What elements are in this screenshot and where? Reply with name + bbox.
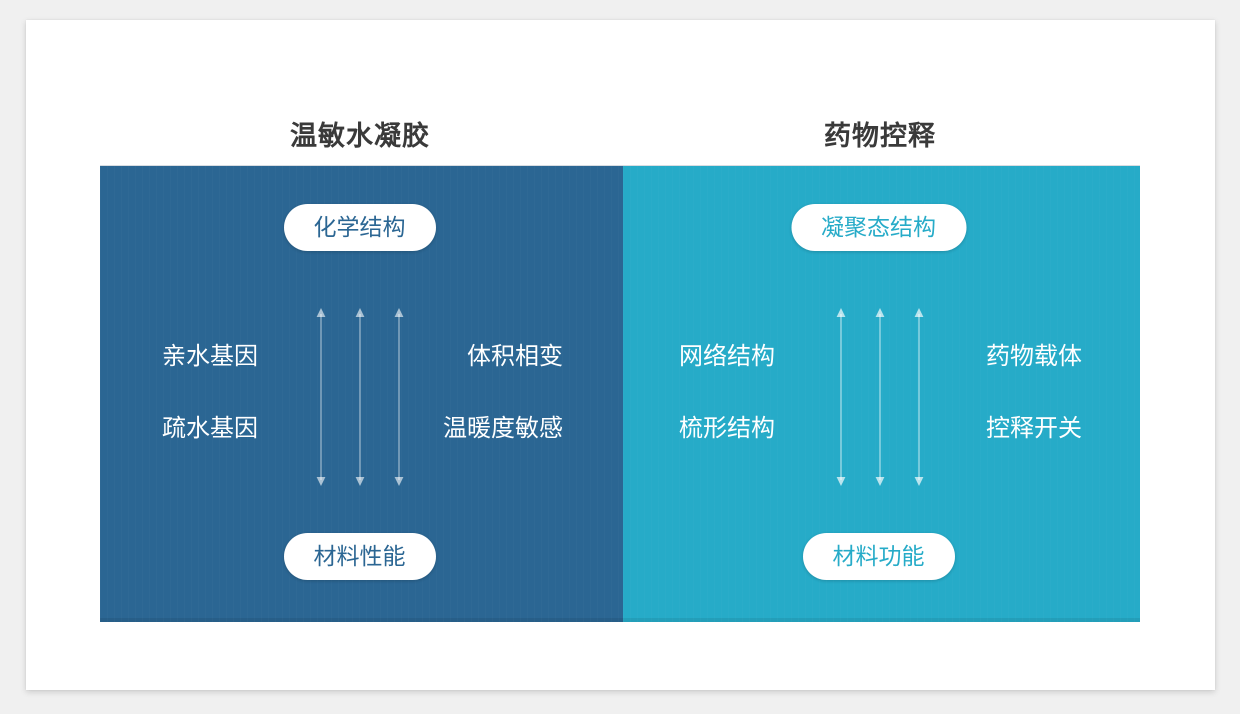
pill-top-chemical-structure[interactable]: 化学结构: [283, 204, 436, 251]
label-grid-left: 亲水基因 疏水基因 体积相变 温暖度敏感: [100, 321, 623, 461]
label-drug-carrier: 药物载体: [986, 343, 1082, 370]
label-grid-right: 网络结构 梳形结构 药物载体 控释开关: [623, 321, 1140, 461]
column-titles: 温敏水凝胶 药物控释: [100, 110, 1140, 156]
figure-card: 温敏水凝胶 药物控释 化学结构 亲水基因 疏水基因 体积相变 温暖度敏感: [26, 20, 1215, 690]
column-title-controlled-drug-release: 药物控释: [824, 120, 936, 151]
diagram-panel: 化学结构 亲水基因 疏水基因 体积相变 温暖度敏感: [100, 165, 1140, 622]
column-title-thermosensitive-hydrogel: 温敏水凝胶: [290, 120, 430, 151]
pill-bottom-material-function[interactable]: 材料功能: [802, 533, 955, 580]
pill-bottom-material-property[interactable]: 材料性能: [283, 533, 436, 580]
label-hydrophilic-group: 亲水基因: [162, 343, 258, 370]
label-temperature-sensitive: 温暖度敏感: [443, 415, 563, 442]
title-cell-right: 药物控释: [620, 110, 1140, 156]
label-volume-phase-transition: 体积相变: [467, 343, 563, 370]
label-network-structure: 网络结构: [679, 343, 775, 370]
label-hydrophobic-group: 疏水基因: [162, 415, 258, 442]
pill-top-condensed-state-structure[interactable]: 凝聚态结构: [791, 204, 966, 251]
panel-half-controlled-drug-release: 凝聚态结构 网络结构 梳形结构 药物载体 控释开关: [623, 166, 1140, 622]
label-comb-structure: 梳形结构: [679, 415, 775, 442]
label-release-switch: 控释开关: [986, 415, 1082, 442]
panel-half-thermosensitive-hydrogel: 化学结构 亲水基因 疏水基因 体积相变 温暖度敏感: [100, 166, 623, 622]
title-cell-left: 温敏水凝胶: [100, 110, 620, 156]
